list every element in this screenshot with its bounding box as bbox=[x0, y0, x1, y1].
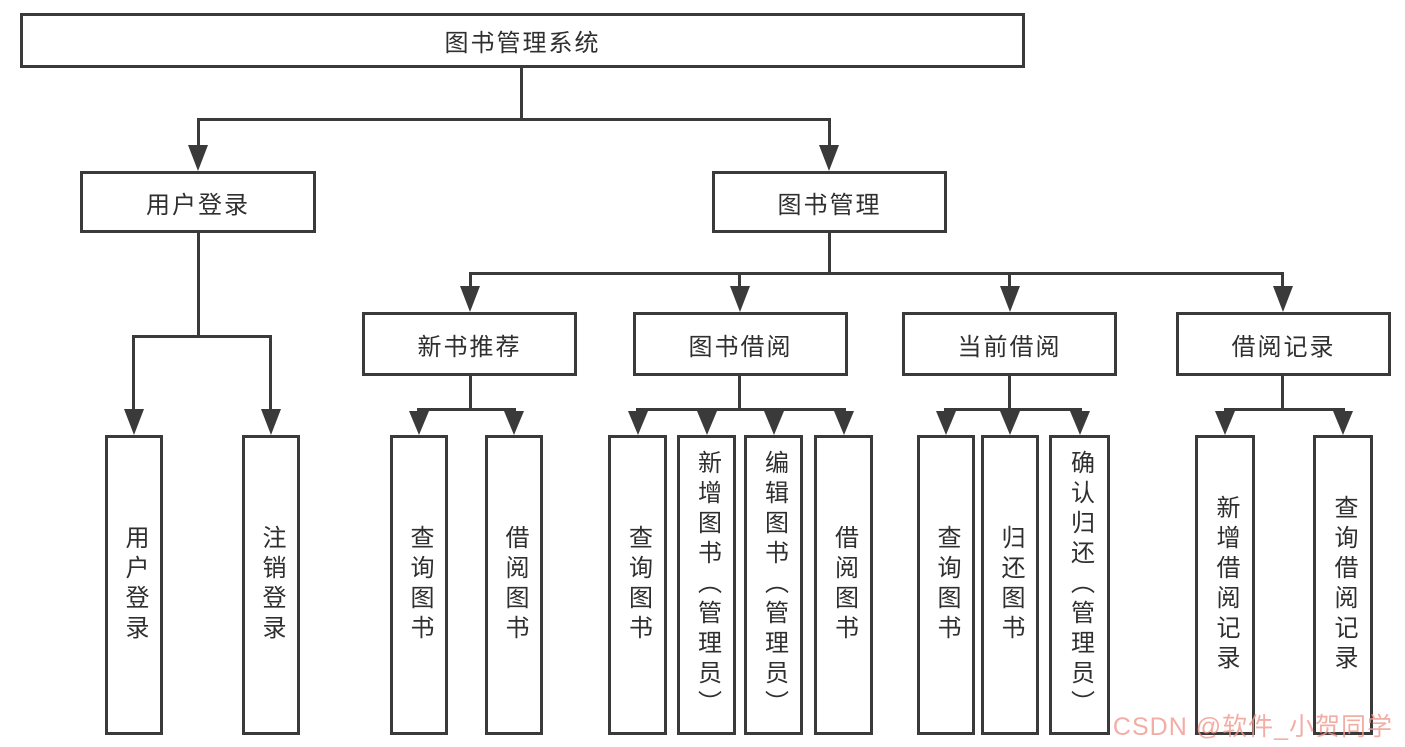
arrowhead-down-icon bbox=[764, 411, 784, 435]
node-root: 图书管理系统 bbox=[20, 13, 1025, 68]
arrowhead-down-icon bbox=[1215, 411, 1235, 435]
node-new-book-recommend: 新书推荐 bbox=[362, 312, 577, 376]
arrowhead-down-icon bbox=[261, 409, 281, 435]
leaf-borrow-books-recommend: 借阅图书 bbox=[485, 435, 543, 735]
node-current-borrow: 当前借阅 bbox=[902, 312, 1117, 376]
arrowhead-down-icon bbox=[834, 411, 854, 435]
connector-current-borrow-trunk bbox=[1008, 374, 1011, 410]
node-borrow-records: 借阅记录 bbox=[1176, 312, 1391, 376]
node-user-login-label: 用户登录 bbox=[146, 191, 250, 219]
connector-book-borrow-trunk bbox=[738, 374, 741, 410]
connector-drop-book-management bbox=[828, 118, 831, 148]
leaf-borrow-books: 借阅图书 bbox=[814, 435, 873, 735]
leaf-edit-book-admin: 编辑图书（管理员） bbox=[744, 435, 803, 735]
arrowhead-down-icon bbox=[1000, 411, 1020, 435]
connector-level1-branch bbox=[197, 118, 831, 121]
connector-book-borrow-branch bbox=[636, 408, 846, 411]
connector-new-book-trunk bbox=[469, 374, 472, 410]
arrowhead-down-icon bbox=[1000, 286, 1020, 312]
node-book-borrow-label: 图书借阅 bbox=[688, 333, 793, 361]
arrowhead-down-icon bbox=[628, 411, 648, 435]
leaf-return-book: 归还图书 bbox=[981, 435, 1039, 735]
arrowhead-down-icon bbox=[504, 411, 524, 435]
arrowhead-down-icon bbox=[460, 286, 480, 312]
connector-level2-branch bbox=[469, 272, 1283, 275]
leaf-query-books-borrow: 查询图书 bbox=[608, 435, 667, 735]
csdn-watermark: CSDN @软件_小贺同学 bbox=[1112, 713, 1393, 741]
connector-drop-borrow-records bbox=[1281, 272, 1284, 290]
leaf-logout: 注销登录 bbox=[242, 435, 300, 735]
leaf-add-borrow-record: 新增借阅记录 bbox=[1195, 435, 1255, 735]
leaf-confirm-return-admin-label: 确认归还（管理员） bbox=[1066, 450, 1094, 720]
connector-borrow-records-branch bbox=[1224, 408, 1345, 411]
arrowhead-down-icon bbox=[1070, 411, 1090, 435]
arrowhead-down-icon bbox=[124, 409, 144, 435]
arrowhead-down-icon bbox=[730, 286, 750, 312]
leaf-query-borrow-record: 查询借阅记录 bbox=[1313, 435, 1373, 735]
connector-drop-new-book bbox=[469, 272, 472, 290]
leaf-borrow-books-recommend-label: 借阅图书 bbox=[501, 525, 528, 645]
arrowhead-down-icon bbox=[936, 411, 956, 435]
node-book-management: 图书管理 bbox=[712, 171, 947, 233]
connector-root-trunk bbox=[520, 68, 523, 120]
leaf-query-borrow-record-label: 查询借阅记录 bbox=[1330, 495, 1357, 675]
connector-borrow-records-trunk bbox=[1281, 374, 1284, 410]
leaf-return-book-label: 归还图书 bbox=[997, 525, 1024, 645]
connector-book-management-trunk bbox=[828, 231, 831, 275]
leaf-add-borrow-record-label: 新增借阅记录 bbox=[1212, 495, 1239, 675]
leaf-add-book-admin-label: 新增图书（管理员） bbox=[693, 450, 721, 720]
arrowhead-down-icon bbox=[697, 411, 717, 435]
leaf-borrow-books-label: 借阅图书 bbox=[830, 525, 858, 645]
node-current-borrow-label: 当前借阅 bbox=[957, 333, 1062, 361]
leaf-query-books-recommend-label: 查询图书 bbox=[406, 525, 433, 645]
connector-user-login-trunk bbox=[197, 231, 200, 335]
leaf-user-login-label: 用户登录 bbox=[121, 525, 148, 645]
node-root-label: 图书管理系统 bbox=[444, 30, 601, 57]
leaf-edit-book-admin-label: 编辑图书（管理员） bbox=[760, 450, 788, 720]
connector-drop-user-login bbox=[197, 118, 200, 148]
connector-drop-book-borrow bbox=[738, 272, 741, 290]
leaf-user-login: 用户登录 bbox=[105, 435, 163, 735]
connector-current-borrow-branch bbox=[944, 408, 1082, 411]
leaf-add-book-admin: 新增图书（管理员） bbox=[677, 435, 736, 735]
connector-drop-login bbox=[132, 335, 135, 411]
arrowhead-down-icon bbox=[409, 411, 429, 435]
leaf-query-books-current: 查询图书 bbox=[917, 435, 975, 735]
connector-user-login-branch bbox=[132, 335, 272, 338]
arrowhead-down-icon bbox=[1273, 286, 1293, 312]
arrowhead-down-icon bbox=[188, 145, 208, 171]
connector-drop-current-borrow bbox=[1008, 272, 1011, 290]
leaf-logout-label: 注销登录 bbox=[258, 525, 285, 645]
leaf-confirm-return-admin: 确认归还（管理员） bbox=[1049, 435, 1110, 735]
node-user-login: 用户登录 bbox=[80, 171, 316, 233]
connector-drop-logout bbox=[269, 335, 272, 411]
node-borrow-records-label: 借阅记录 bbox=[1231, 333, 1336, 361]
node-book-borrow: 图书借阅 bbox=[633, 312, 848, 376]
leaf-query-books-current-label: 查询图书 bbox=[933, 525, 960, 645]
leaf-query-books-borrow-label: 查询图书 bbox=[624, 525, 652, 645]
leaf-query-books-recommend: 查询图书 bbox=[390, 435, 448, 735]
arrowhead-down-icon bbox=[819, 145, 839, 171]
connector-new-book-branch bbox=[417, 408, 516, 411]
node-book-management-label: 图书管理 bbox=[777, 191, 882, 219]
node-new-book-recommend-label: 新书推荐 bbox=[417, 333, 522, 361]
arrowhead-down-icon bbox=[1333, 411, 1353, 435]
